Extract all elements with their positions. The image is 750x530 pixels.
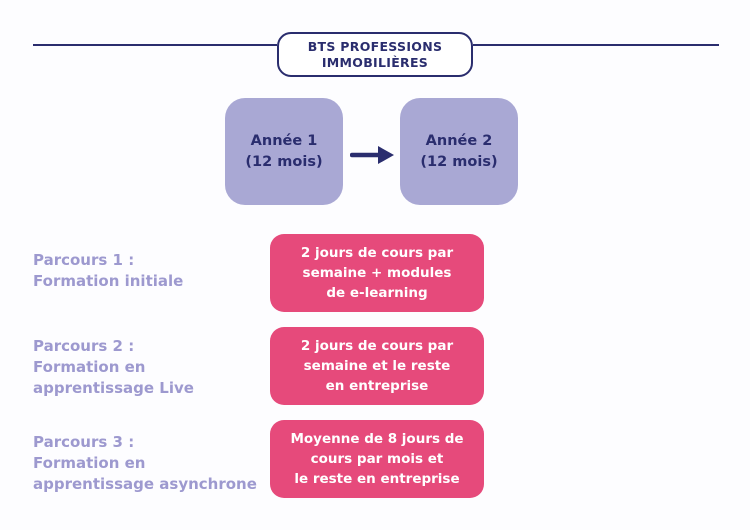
- parcours-3-detail-box: Moyenne de 8 jours de cours par mois et …: [270, 420, 484, 498]
- parcours-3-detail: Moyenne de 8 jours de cours par mois et …: [290, 431, 464, 487]
- year-2-box: Année 2 (12 mois): [400, 98, 518, 205]
- year-2-label: Année 2 (12 mois): [420, 132, 498, 170]
- parcours-2-label: Parcours 2 : Formation en apprentissage …: [33, 337, 194, 397]
- parcours-3-label: Parcours 3 : Formation en apprentissage …: [33, 433, 257, 493]
- diagram-title-box: BTS PROFESSIONS IMMOBILIÈRES: [277, 32, 473, 77]
- parcours-1-label: Parcours 1 : Formation initiale: [33, 251, 184, 290]
- header-divider-right: [473, 44, 719, 46]
- header-divider-left: [33, 44, 277, 46]
- parcours-2-detail: 2 jours de cours par semaine et le reste…: [300, 338, 454, 394]
- parcours-1-detail: 2 jours de cours par semaine + modules d…: [300, 245, 454, 301]
- right-arrow-icon: [349, 143, 395, 167]
- year-1-label: Année 1 (12 mois): [245, 132, 323, 170]
- year-1-box: Année 1 (12 mois): [225, 98, 343, 205]
- diagram-title: BTS PROFESSIONS IMMOBILIÈRES: [307, 38, 443, 70]
- parcours-2-detail-box: 2 jours de cours par semaine et le reste…: [270, 327, 484, 405]
- parcours-1-detail-box: 2 jours de cours par semaine + modules d…: [270, 234, 484, 312]
